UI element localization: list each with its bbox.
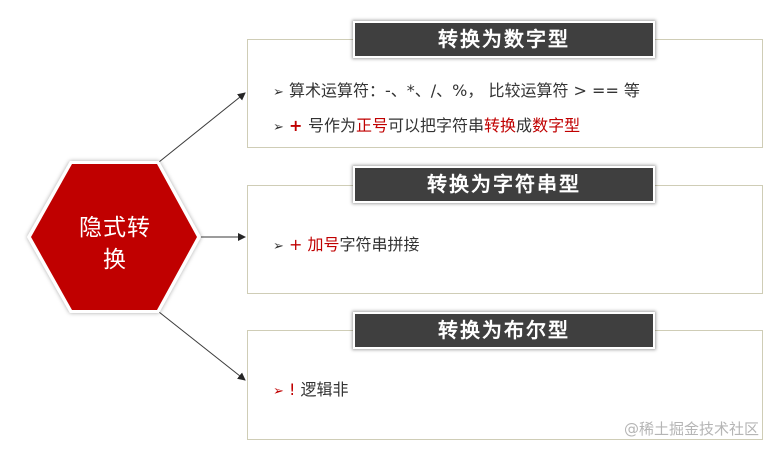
- center-node-label-line: 换: [103, 247, 127, 273]
- center-node-label: 隐式转 换: [60, 212, 170, 276]
- highlight-text: 转换: [484, 116, 517, 135]
- item-text: 算术运算符：-、*、/、%， 比较运算符 > == 等: [289, 81, 640, 100]
- item-text: 可以把字符串: [388, 116, 485, 135]
- highlight-text: !: [289, 380, 301, 399]
- plus-sign-text: +: [289, 116, 308, 135]
- list-item: ➢ 算术运算符：-、*、/、%， 比较运算符 > == 等: [273, 81, 640, 103]
- watermark: @稀土掘金技术社区: [623, 420, 759, 438]
- panel-title-number: 转换为数字型: [353, 21, 655, 58]
- arrow-bullet-icon: ➢: [273, 120, 284, 135]
- center-node-label-line: 隐式转: [79, 215, 151, 241]
- panel-title-string: 转换为字符串型: [353, 166, 655, 203]
- list-item: ➢ + 加号字符串拼接: [273, 235, 420, 257]
- arrow-bullet-icon: ➢: [273, 85, 284, 100]
- item-text: 号作为: [307, 116, 356, 135]
- item-text: 字符串拼接: [339, 235, 420, 254]
- list-item: ➢ + 号作为正号可以把字符串转换成数字型: [273, 116, 580, 138]
- highlight-text: + 加号: [289, 235, 340, 254]
- panel-title-boolean: 转换为布尔型: [353, 312, 655, 349]
- highlight-text: 正号: [356, 116, 389, 135]
- item-text: 成: [516, 116, 533, 135]
- panel-string-conversion: [247, 185, 763, 294]
- highlight-text: 数字型: [532, 116, 581, 135]
- item-text: 逻辑非: [300, 380, 349, 399]
- list-item: ➢! 逻辑非: [273, 380, 349, 402]
- arrow-bullet-icon: ➢: [273, 239, 284, 254]
- arrow-bullet-icon: ➢: [273, 384, 284, 399]
